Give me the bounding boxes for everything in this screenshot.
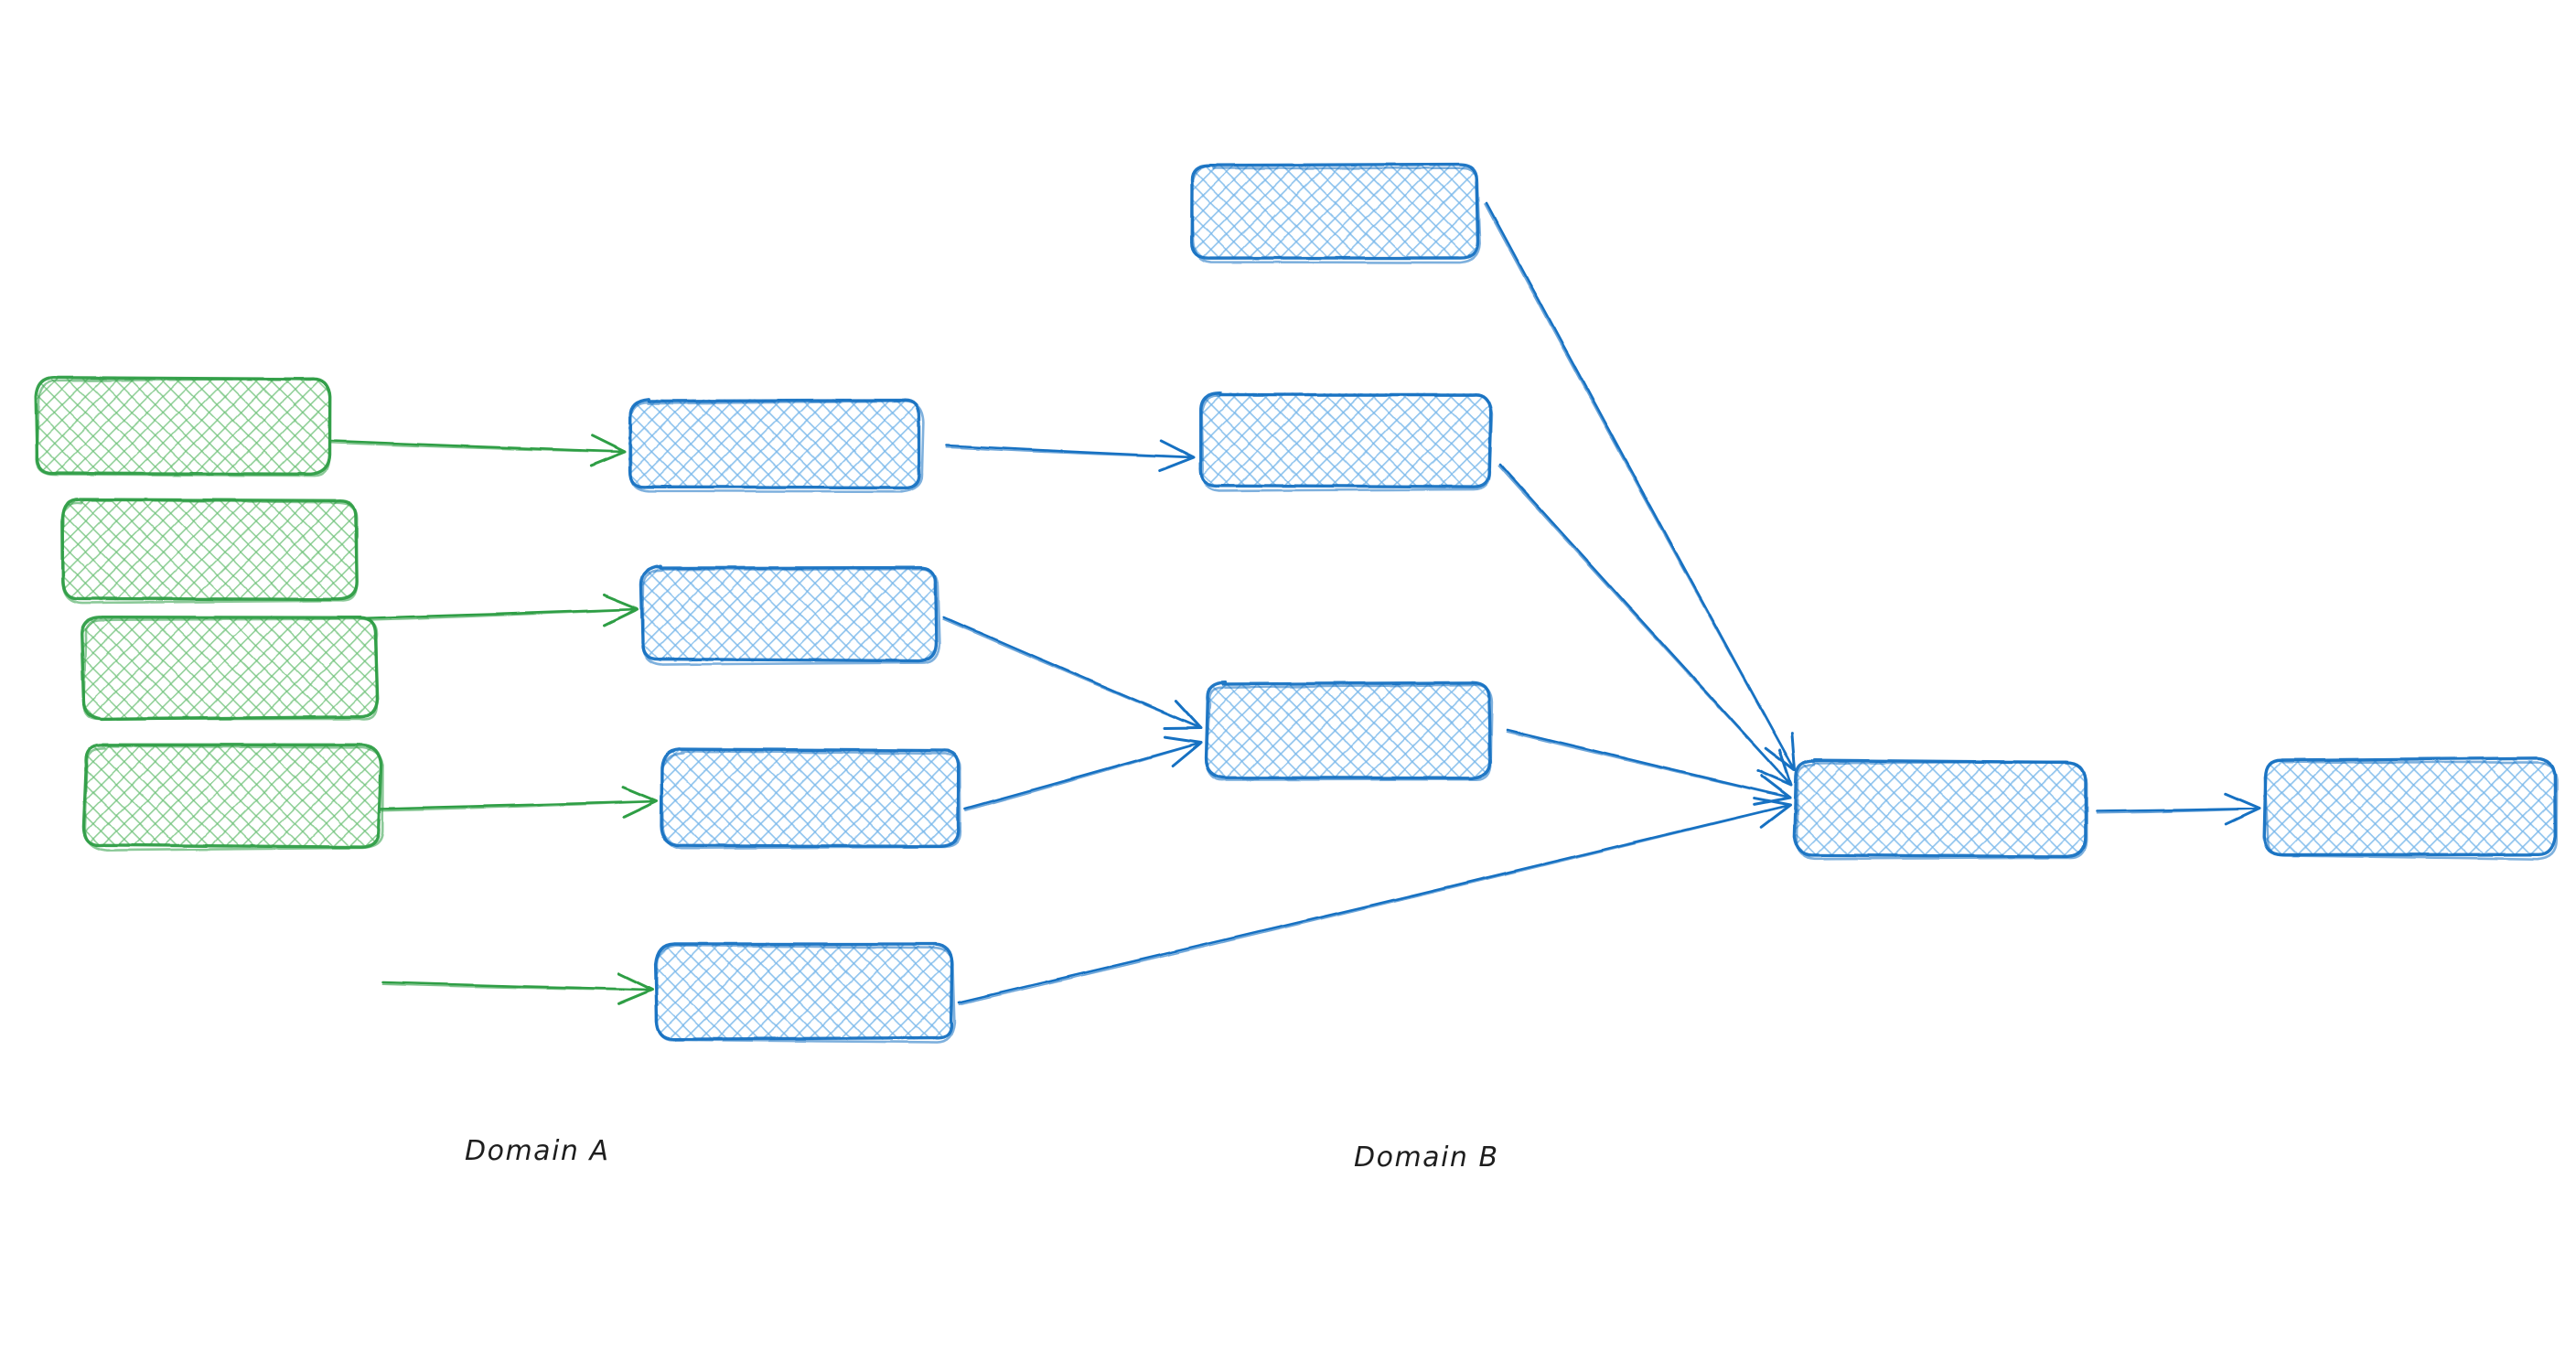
node-fill	[61, 499, 357, 600]
node-outline-b	[1200, 392, 1494, 492]
node-a2[interactable]	[639, 564, 941, 666]
edge-arrowhead	[2224, 792, 2261, 826]
node-b2[interactable]	[1199, 391, 1494, 492]
node-fill	[81, 617, 378, 720]
node-outline-b	[660, 749, 962, 850]
edge-shaft	[329, 439, 627, 454]
node-b1[interactable]	[1190, 162, 1482, 264]
node-outline-b	[60, 498, 359, 605]
node-g4[interactable]	[81, 743, 384, 852]
edge-shaft	[378, 799, 659, 810]
edge-shaft	[1485, 201, 1797, 772]
edge-arrowhead	[1753, 797, 1792, 829]
node-b3[interactable]	[1204, 680, 1494, 781]
edge-b3-to-hub[interactable]	[1506, 728, 1792, 806]
node-a4[interactable]	[653, 942, 956, 1044]
node-fill	[36, 378, 330, 475]
edge-shaft	[964, 742, 1202, 811]
domain-b-label: Domain B	[1354, 1142, 1499, 1174]
edge-shaft	[945, 444, 1196, 459]
node-fill	[640, 567, 938, 662]
edge-shaft	[2096, 808, 2260, 815]
edge-a4-to-hub[interactable]	[957, 797, 1792, 1005]
edge-shaft	[379, 800, 658, 812]
node-outline-b	[2263, 759, 2559, 861]
node-outline-b	[1205, 683, 1494, 781]
edge-shaft	[1484, 203, 1796, 772]
edge-shaft	[330, 442, 626, 454]
node-outline-b	[629, 400, 925, 493]
node-b5[interactable]	[2262, 756, 2559, 861]
edge-g1-to-a1[interactable]	[329, 434, 627, 467]
node-g2[interactable]	[60, 498, 359, 605]
node-outline-b	[655, 944, 956, 1044]
node-outline-b	[35, 377, 332, 477]
edge-shaft	[1506, 728, 1792, 799]
edge-shaft	[942, 616, 1203, 730]
node-g1[interactable]	[34, 375, 332, 477]
edge-a1-to-b2[interactable]	[945, 439, 1196, 473]
node-fill	[1191, 164, 1478, 259]
edge-shaft	[963, 741, 1203, 810]
node-outline-b	[1795, 760, 2088, 861]
node-outline-b	[83, 745, 384, 852]
nodes-layer	[34, 162, 2559, 1044]
edge-b2-to-hub[interactable]	[1497, 463, 1793, 787]
node-g3[interactable]	[80, 615, 380, 722]
edge-shaft	[1506, 731, 1791, 799]
node-hub[interactable]	[1792, 758, 2088, 861]
edge-arrowhead	[602, 594, 639, 627]
edge-g4-to-a4[interactable]	[381, 972, 654, 1005]
node-fill	[661, 749, 960, 846]
node-fill	[1199, 392, 1491, 488]
node-outline-b	[641, 568, 941, 666]
edge-shaft	[357, 607, 639, 620]
edge-arrowhead	[1163, 700, 1203, 731]
node-fill	[1796, 760, 2086, 857]
edge-arrowhead	[617, 972, 654, 1005]
edge-shaft	[1498, 463, 1793, 787]
edge-g2-to-a2[interactable]	[357, 594, 639, 627]
edge-arrowhead	[1163, 735, 1203, 768]
edge-arrowhead	[1764, 732, 1797, 772]
node-fill	[656, 944, 953, 1040]
domain-a-label: Domain A	[465, 1135, 609, 1167]
edge-shaft	[381, 981, 654, 991]
edge-arrowhead	[589, 434, 627, 467]
node-outline-b	[1190, 164, 1482, 264]
edge-shaft	[957, 803, 1792, 1004]
edge-shaft	[958, 804, 1791, 1005]
edge-a2-to-b3[interactable]	[942, 616, 1203, 731]
node-fill	[628, 399, 921, 489]
edges-layer	[329, 201, 2261, 1005]
edge-g3-to-a3[interactable]	[378, 786, 659, 819]
edge-arrowhead	[1755, 748, 1793, 787]
edge-shaft	[1497, 465, 1792, 787]
edge-shaft	[358, 608, 639, 622]
edge-shaft	[942, 618, 1202, 730]
edge-arrowhead	[1753, 774, 1792, 806]
node-a1[interactable]	[628, 397, 925, 493]
node-outline-a	[628, 397, 921, 489]
node-fill	[83, 745, 380, 846]
edge-arrowhead	[621, 786, 659, 819]
edge-shaft	[946, 446, 1195, 459]
node-fill	[1206, 682, 1491, 778]
edge-hub-to-b5[interactable]	[2095, 792, 2261, 826]
node-a3[interactable]	[660, 747, 962, 850]
edge-arrowhead	[1158, 439, 1196, 473]
node-outline-b	[82, 617, 379, 721]
edge-a3-to-b3[interactable]	[963, 735, 1203, 811]
node-fill	[2264, 758, 2555, 856]
edge-shaft	[381, 983, 653, 991]
edge-b1-to-hub[interactable]	[1484, 201, 1797, 772]
